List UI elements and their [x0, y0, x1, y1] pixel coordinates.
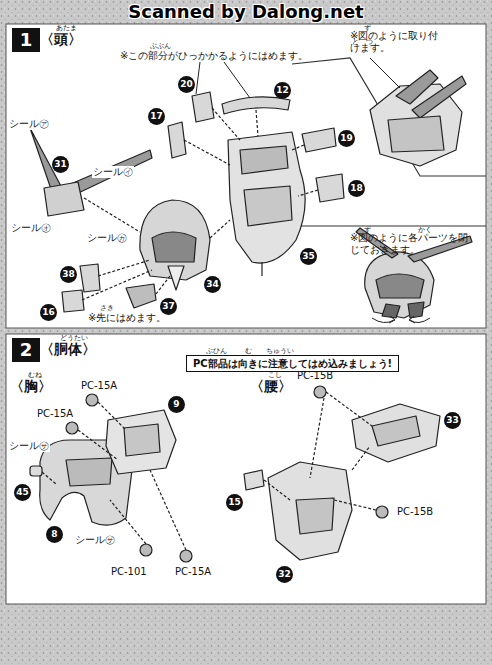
callout-number: 20	[178, 76, 195, 93]
node-text: 1	[20, 30, 33, 50]
rotation-arrows	[372, 316, 430, 323]
part-code: PC-15B	[396, 506, 434, 518]
sticker-label: シール㋔	[10, 222, 52, 234]
node-text: PC部品は向きに注意してはめ込みましょう!	[193, 358, 392, 369]
callout-number: 17	[148, 108, 165, 125]
assembly-guides	[42, 392, 376, 550]
callout-number: 38	[60, 266, 77, 283]
sticker-label: シール㋑	[92, 166, 134, 178]
callout-number: 32	[276, 566, 293, 583]
note: ※図のように各パーツを閉じておきます。	[350, 232, 474, 255]
furigana: さき	[100, 304, 114, 312]
callout-number: 9	[168, 396, 185, 413]
part-code: PC-101	[110, 566, 148, 578]
group-heading: 〈腰〉	[250, 378, 292, 394]
furigana: どうたい	[60, 334, 88, 342]
callout-number: 8	[46, 526, 63, 543]
assembly-guides	[82, 108, 318, 300]
node-text: 2	[20, 340, 33, 360]
note: ※図のように取り付けます。	[350, 30, 446, 53]
callout-number: 45	[14, 484, 31, 501]
callout-number: 31	[52, 156, 69, 173]
inset-frame	[300, 225, 486, 226]
callout-number: 34	[204, 276, 221, 293]
furigana: ず	[364, 24, 371, 32]
note: ※先にはめます。	[88, 312, 166, 324]
furigana: む	[245, 347, 252, 355]
section-heading: 〈頭〉	[40, 31, 82, 47]
furigana: ず	[364, 226, 371, 234]
callout-number: 16	[40, 304, 57, 321]
furigana: ちゅうい	[266, 347, 294, 355]
furigana: と	[352, 38, 359, 46]
callout-number: 12	[274, 82, 291, 99]
furigana: ぶぶん	[150, 42, 171, 50]
sticker-label: シール㋚	[74, 534, 116, 546]
section-panel	[6, 24, 486, 328]
section-heading: 〈胴体〉	[40, 341, 96, 357]
furigana: むね	[28, 371, 42, 379]
callout-number: 19	[338, 130, 355, 147]
step-number: 2	[12, 338, 40, 362]
sticker-label: シール㋐	[8, 118, 50, 130]
section-panel	[6, 334, 486, 604]
callout-number: 33	[444, 412, 461, 429]
callout-number: 15	[226, 494, 243, 511]
head-parts	[30, 70, 472, 318]
leader-lines	[196, 58, 400, 254]
sticker-label: シール㋚	[8, 440, 50, 452]
step-number: 1	[12, 28, 40, 52]
furigana: かく	[418, 226, 432, 234]
caution-banner: PC部品は向きに注意してはめ込みましょう!	[186, 355, 399, 372]
part-code: PC-15A	[36, 408, 74, 420]
furigana: ぶひん	[206, 347, 227, 355]
note: ※この部分がひっかかるようにはめます。	[120, 50, 308, 62]
group-heading: 〈胸〉	[10, 378, 52, 394]
sticker-label: シール㋕	[86, 232, 128, 244]
inset-frame	[292, 58, 486, 176]
furigana: つ	[366, 38, 373, 46]
furigana: こし	[268, 371, 282, 379]
torso-parts	[30, 386, 440, 562]
watermark: Scanned by Dalong.net	[128, 2, 363, 23]
part-code: PC-15A	[174, 566, 212, 578]
callout-number: 35	[300, 248, 317, 265]
furigana: あたま	[56, 24, 77, 32]
part-code: PC-15A	[80, 380, 118, 392]
callout-number: 18	[348, 180, 365, 197]
